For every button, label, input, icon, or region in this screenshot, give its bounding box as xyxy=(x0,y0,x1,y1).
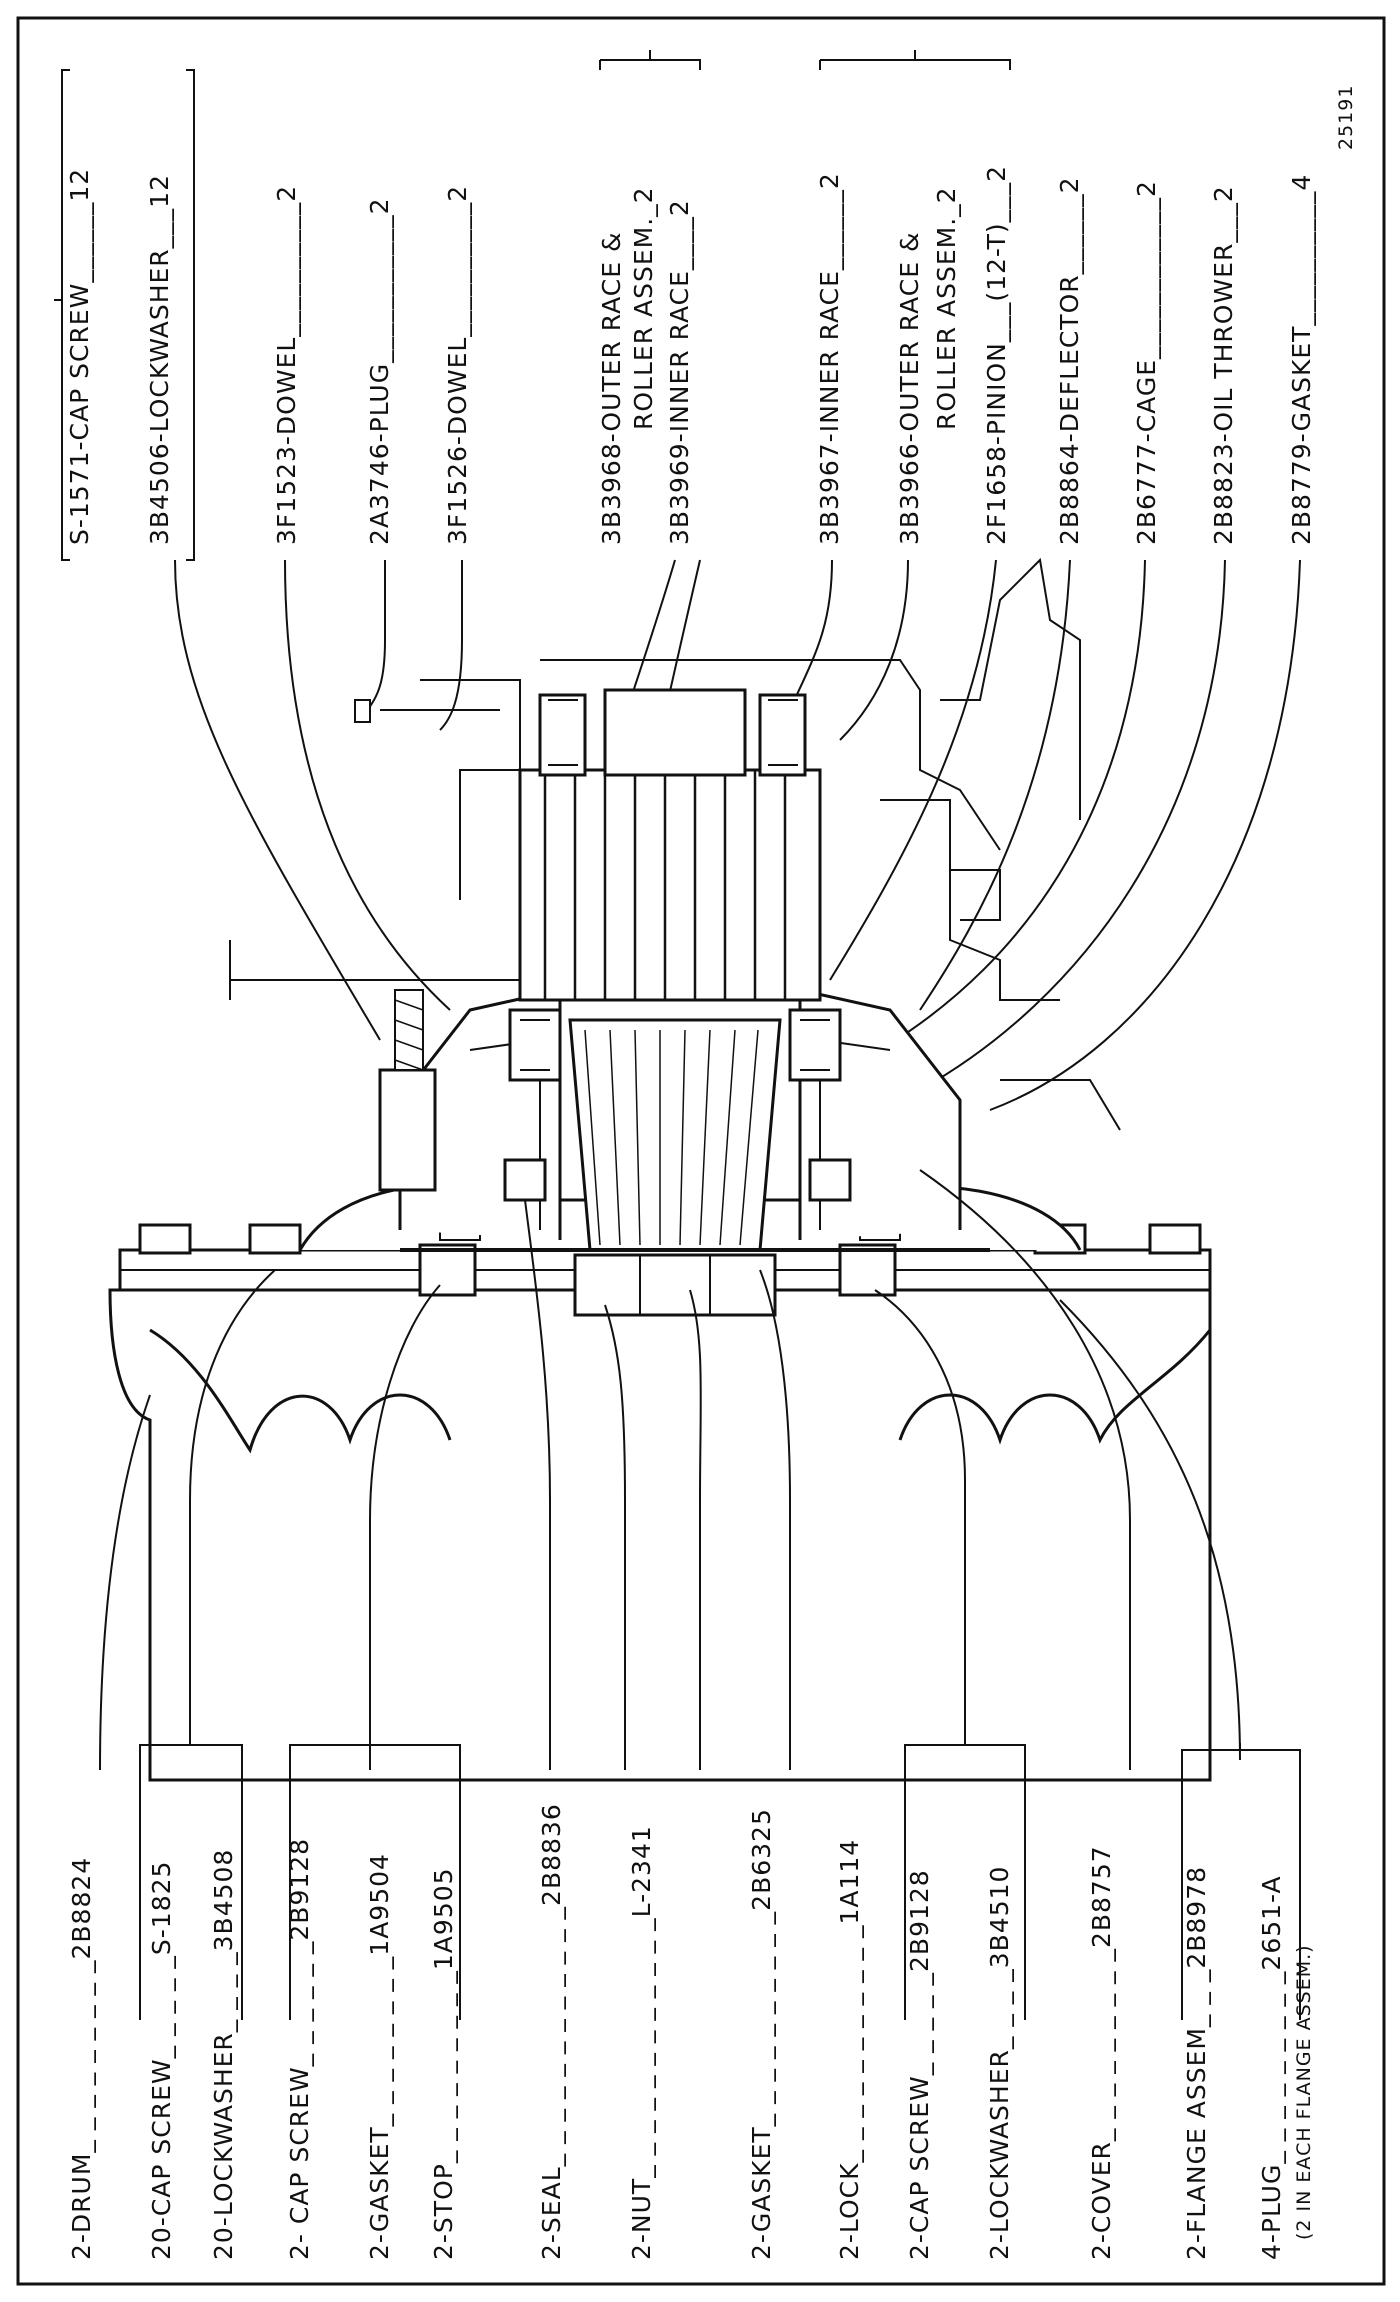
top-leaders xyxy=(174,559,1301,1111)
label-outer-race-2b: ROLLER ASSEM._2 xyxy=(932,186,961,430)
bearing xyxy=(538,693,587,777)
page-border xyxy=(16,16,1386,2286)
label-cap-screw-20: 20-CAP SCREW_ _ _ _ _S-1825 xyxy=(147,1861,176,2260)
label-lockwasher-20: 20-LOCKWASHER_ _ _ _3B4508 xyxy=(209,1849,238,2260)
label-stop: 2-STOP_ _ _ _ _ _ _ _ _1A9505 xyxy=(429,1867,458,2260)
label-cover: 2-COVER_ _ _ _ _ _ _ _ _2B8757 xyxy=(1087,1845,1116,2260)
bottom-labels: 2-DRUM_ _ _ _ _ _ _ _ _2B8824 20-CAP SCR… xyxy=(67,1803,1315,2260)
bottom-leaders xyxy=(99,1169,1241,1771)
label-outer-race-1b: ROLLER ASSEM._2 xyxy=(629,186,658,430)
seal xyxy=(503,1158,547,1202)
bolt-head xyxy=(248,1223,302,1255)
label-outer-race-1: 3B3968-OUTER RACE & xyxy=(597,232,626,545)
plug-footnote: (2 IN EACH FLANGE ASSEM.) xyxy=(1293,1944,1315,2240)
drum-outline xyxy=(108,1288,1212,1782)
label-gasket-top: 2B8779-GASKET__________4 xyxy=(1287,174,1316,545)
label-outer-race-2: 3B3966-OUTER RACE & xyxy=(895,232,924,545)
label-cap-screw-top: S-1571-CAP SCREW______12 xyxy=(65,168,94,545)
label-inner-race-1: 3B3969-INNER RACE____2 xyxy=(665,199,694,545)
assembly-drawing xyxy=(108,557,1212,1782)
bottom-brackets xyxy=(139,1738,1301,2020)
label-oil-thrower: 2B8823-OIL THROWER___2 xyxy=(1209,185,1238,545)
top-labels: S-1571-CAP SCREW______12 3B4506-LOCKWASH… xyxy=(65,85,1357,545)
bolt-head xyxy=(138,1223,192,1255)
bolt-head xyxy=(1148,1223,1202,1255)
label-lockwasher-2: 2-LOCKWASHER_ _ _ _3B4510 xyxy=(985,1866,1014,2260)
bearing xyxy=(758,693,807,777)
label-lockwasher-top: 3B4506-LOCKWASHER___12 xyxy=(145,174,174,545)
label-gasket-2: 2-GASKET_ _ _ _ _ _ _ _ _ _2B6325 xyxy=(747,1808,776,2260)
top-brackets xyxy=(54,50,1011,561)
label-dowel-1: 3F1523-DOWEL__________2 xyxy=(272,185,301,545)
label-lock: 2-LOCK_ _ _ _ _ _ _ _ _ _ _1A114 xyxy=(835,1839,864,2260)
nut xyxy=(573,1253,777,1317)
label-drum: 2-DRUM_ _ _ _ _ _ _ _ _2B8824 xyxy=(67,1857,96,2260)
seal xyxy=(808,1158,852,1202)
label-cap-screw-2b: 2-CAP SCREW_ _ _ _ _2B9128 xyxy=(905,1869,934,2260)
label-cage: 2B6777-CAGE____________2 xyxy=(1132,180,1161,545)
label-inner-race-2: 3B3967-INNER RACE______2 xyxy=(815,172,844,545)
bearing xyxy=(788,1008,842,1082)
label-plug-bottom: 4-PLUG_ _ _ _ _ _ _ _ _2651-A xyxy=(1257,1875,1286,2260)
label-flange-assem: 2-FLANGE ASSEM_ _ _2B8978 xyxy=(1182,1866,1211,2260)
label-plug-top: 2A3746-PLUG___________2 xyxy=(365,198,394,546)
pinion-gear xyxy=(518,768,822,1002)
label-deflector: 2B8864-DEFLECTOR______2 xyxy=(1055,176,1084,545)
label-dowel-2: 3F1526-DOWEL__________2 xyxy=(443,185,472,545)
label-gasket-1: 2-GASKET_ _ _ _ _ _ _ _1A9504 xyxy=(365,1853,394,2260)
bearing xyxy=(508,1008,562,1082)
label-pinion: 2F1658-PINION___(12-T)___2 xyxy=(982,165,1011,545)
figure-number: 25191 xyxy=(1335,85,1357,150)
label-seal: 2-SEAL_ _ _ _ _ _ _ _ _ _ _ _2B8836 xyxy=(537,1803,566,2260)
label-nut: 2-NUT_ _ _ _ _ _ _ _ _ _ _ _L-2341 xyxy=(627,1825,656,2260)
label-cap-screw-2a: 2- CAP SCREW_ _ _ _ _ _2B9128 xyxy=(285,1838,314,2260)
